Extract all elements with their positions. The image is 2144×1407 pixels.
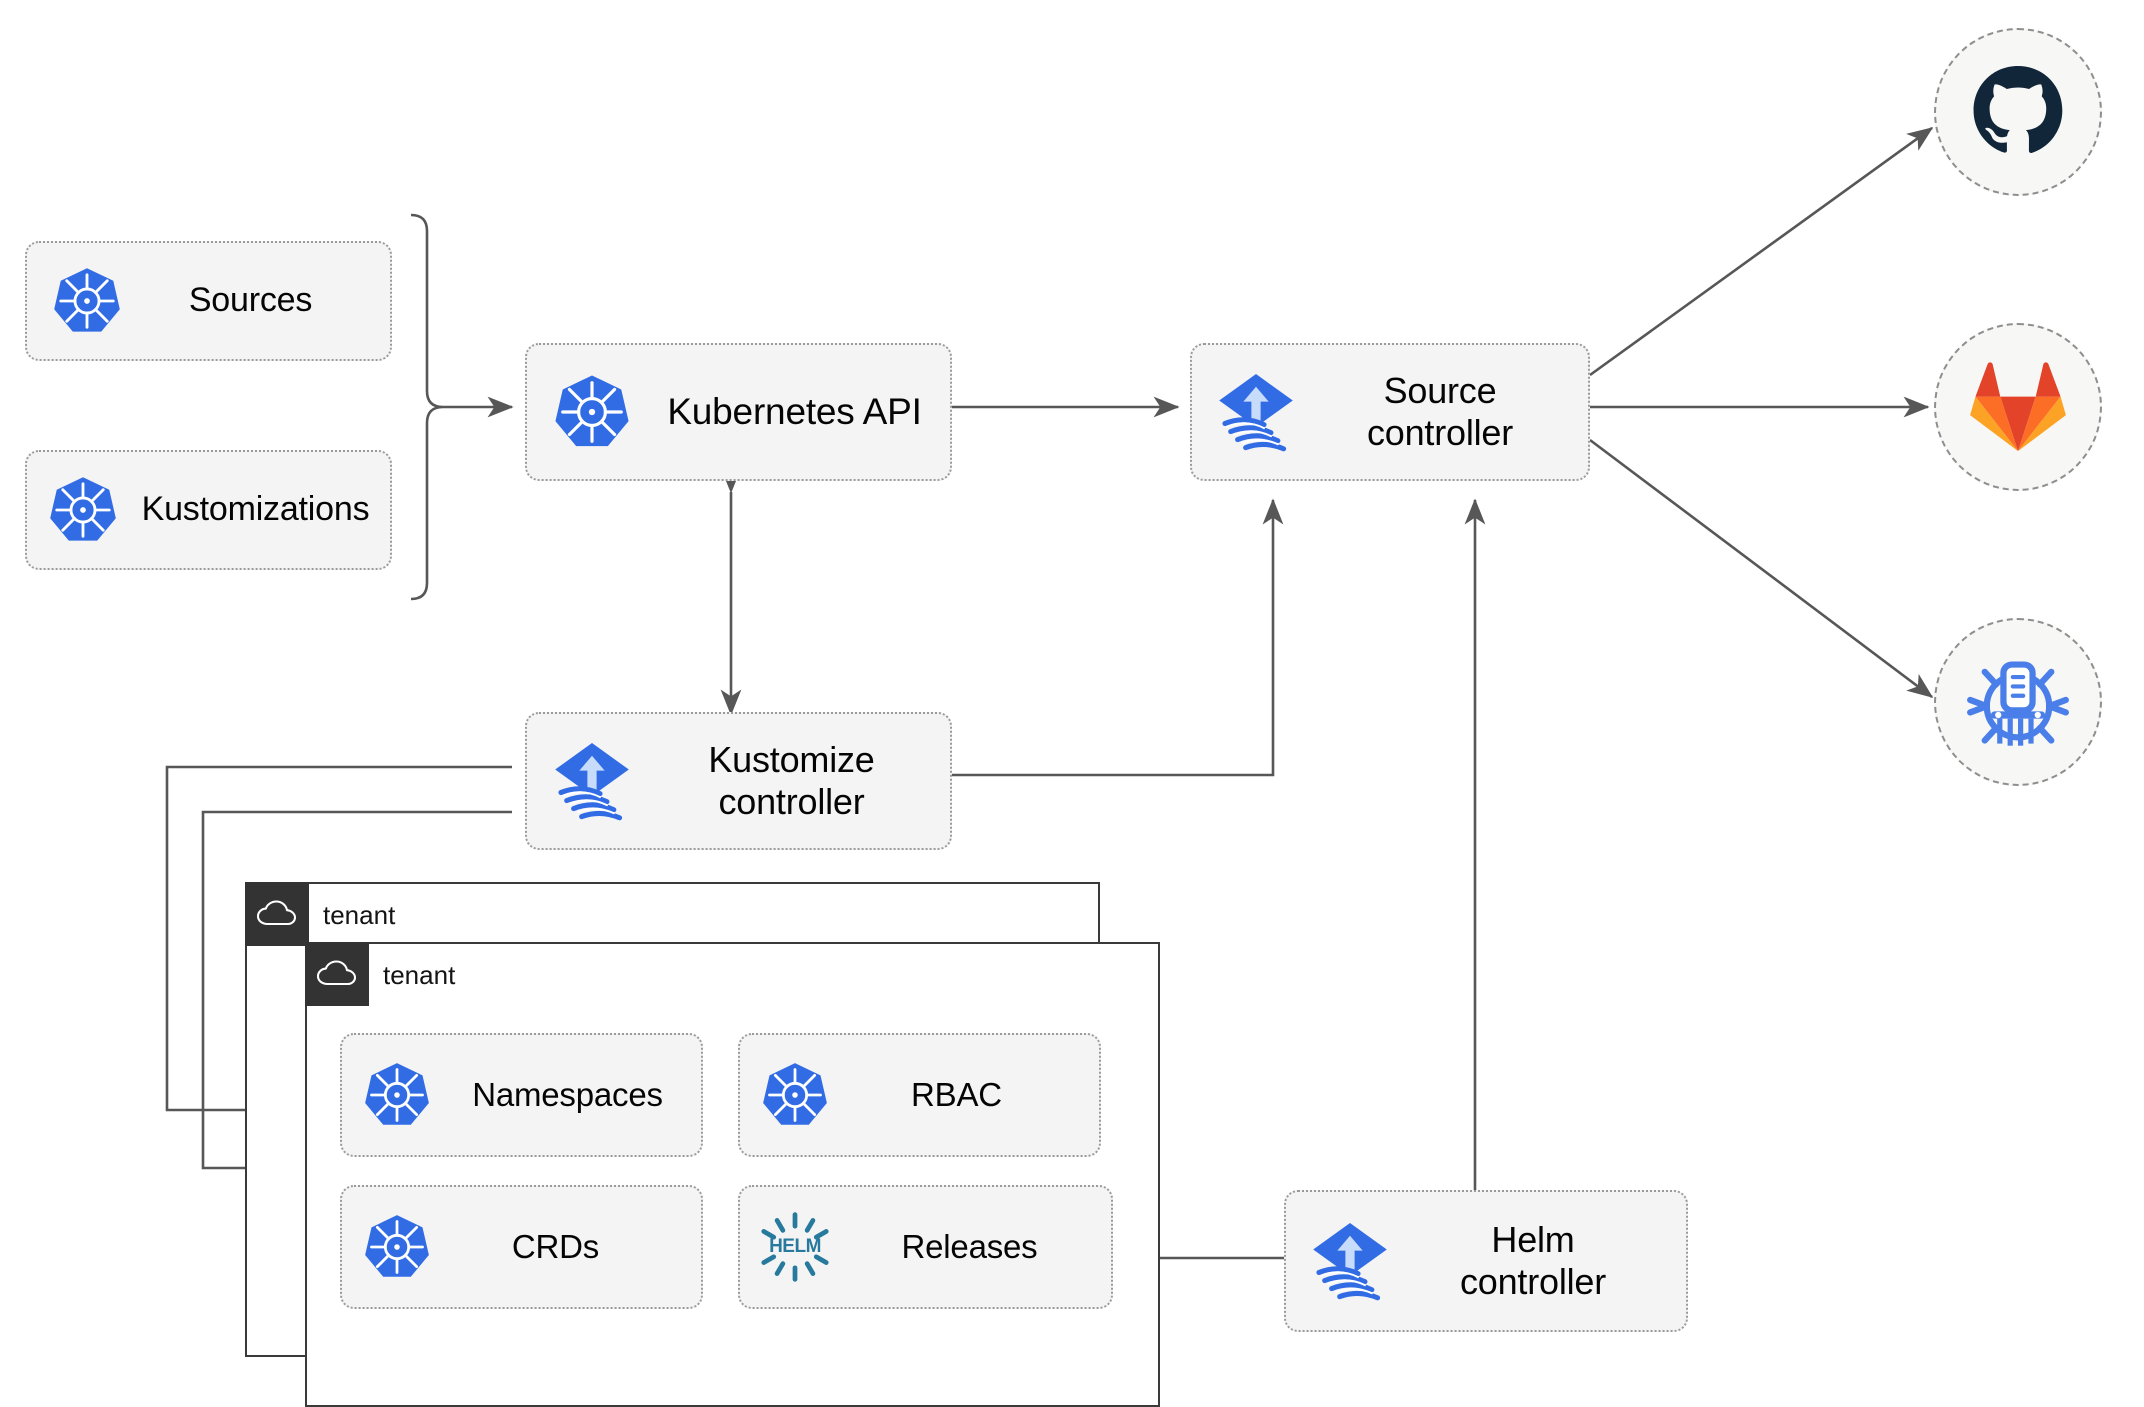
node-releases-label: Releases — [901, 1227, 1038, 1265]
kubernetes-icon — [342, 1213, 452, 1281]
node-rbac-label: RBAC — [911, 1075, 1002, 1113]
wire-kustomize-to-source-controller — [952, 498, 1284, 777]
flux-icon — [527, 735, 657, 827]
helm-icon: HELM — [740, 1210, 850, 1284]
node-crds-label: CRDs — [511, 1227, 600, 1265]
tenant-front-label: tenant — [383, 960, 456, 990]
node-kubernetes-api-label: Kubernetes API — [667, 390, 922, 432]
node-kustomizations-label: Kustomizations — [141, 490, 370, 529]
provider-harbor[interactable] — [1934, 618, 2102, 786]
kubernetes-icon — [342, 1061, 452, 1129]
node-helm-controller[interactable]: Helm controller — [1284, 1190, 1688, 1332]
cloud-icon — [304, 941, 369, 1006]
node-crds[interactable]: CRDs — [340, 1185, 703, 1309]
node-helm-controller-label: Helm controller — [1459, 1219, 1607, 1302]
flux-icon — [1192, 366, 1320, 458]
node-kubernetes-api[interactable]: Kubernetes API — [525, 343, 952, 481]
node-kustomize-controller[interactable]: Kustomize controller — [525, 712, 952, 850]
node-namespaces[interactable]: Namespaces — [340, 1033, 703, 1157]
provider-gitlab[interactable] — [1934, 323, 2102, 491]
node-namespaces-label: Namespaces — [472, 1075, 663, 1113]
node-sources[interactable]: Sources — [25, 241, 392, 361]
wire-kustomize-to-tenant-back — [165, 765, 512, 1121]
kubernetes-icon — [740, 1061, 850, 1129]
kubernetes-icon — [27, 475, 139, 545]
wire-source-to-github — [1589, 126, 1934, 377]
node-source-controller[interactable]: Source controller — [1190, 343, 1590, 481]
node-source-controller-label: Source controller — [1366, 370, 1514, 453]
cloud-icon — [244, 881, 309, 946]
kubernetes-icon — [527, 373, 657, 451]
helm-wordmark: HELM — [769, 1236, 821, 1257]
node-rbac[interactable]: RBAC — [738, 1033, 1101, 1157]
node-kustomize-controller-label: Kustomize controller — [708, 739, 875, 822]
harbor-icon — [1967, 661, 2069, 746]
node-releases[interactable]: HELM Releases — [738, 1185, 1113, 1309]
tenant-container-front[interactable]: tenant — [304, 941, 1160, 1407]
flux-icon — [1286, 1215, 1414, 1307]
github-icon — [1973, 66, 2063, 153]
brace-sources-group — [410, 213, 444, 601]
gitlab-icon — [1970, 362, 2066, 452]
kubernetes-icon — [27, 266, 147, 336]
node-kustomizations[interactable]: Kustomizations — [25, 450, 392, 570]
wire-source-to-harbor — [1589, 438, 1934, 699]
tenant-back-label: tenant — [323, 900, 396, 930]
provider-github[interactable] — [1934, 28, 2102, 196]
node-sources-label: Sources — [188, 281, 313, 320]
